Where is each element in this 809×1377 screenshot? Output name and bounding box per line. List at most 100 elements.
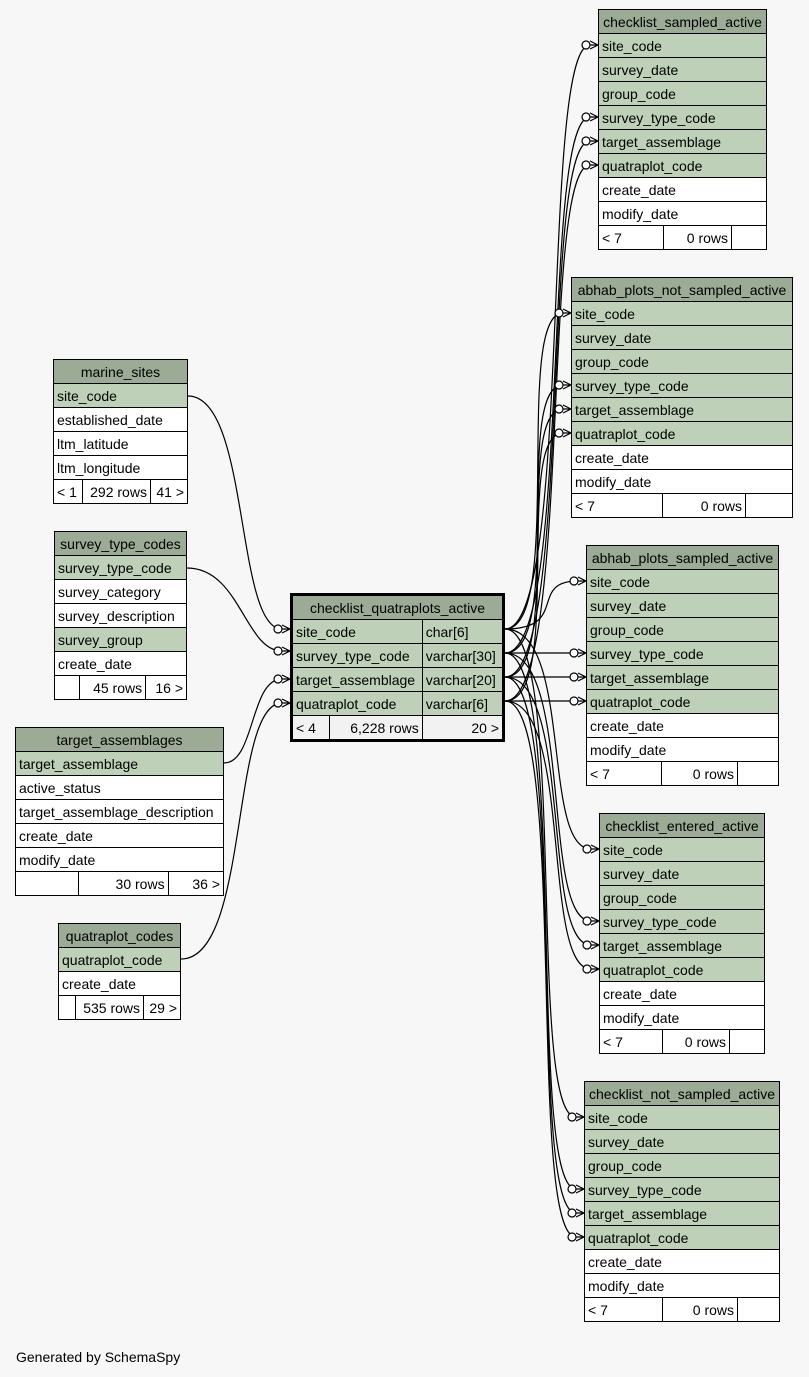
column-name: create_date	[598, 177, 767, 202]
column-name: survey_type_code	[571, 373, 793, 398]
parents-count: < 7	[598, 225, 664, 250]
children-count: 29 >	[143, 995, 181, 1020]
column-name: survey_description	[54, 603, 187, 628]
column-name: target_assemblage	[598, 129, 767, 154]
column-name: create_date	[584, 1249, 780, 1274]
table-title: target_assemblages	[15, 727, 224, 752]
column-name: survey_type_code	[54, 555, 187, 580]
column-type: varchar[20]	[421, 667, 505, 692]
children-count: 16 >	[145, 675, 187, 700]
crowfoot-end	[273, 646, 283, 656]
table-checklist-sampled-active[interactable]: checklist_sampled_active site_code surve…	[598, 9, 767, 250]
column-name: create_date	[599, 981, 765, 1006]
column-name: modify_date	[586, 737, 779, 762]
edge-marine-sites	[187, 395, 283, 630]
table-survey-type-codes[interactable]: survey_type_codes survey_type_code surve…	[54, 531, 187, 700]
column-name: ltm_longitude	[53, 455, 188, 480]
column-name: survey_date	[598, 57, 767, 82]
parents-count: < 1	[53, 479, 83, 504]
parents-count: < 7	[586, 761, 662, 786]
edge-child	[504, 700, 577, 1238]
column-name: quatraplot_code	[58, 947, 181, 972]
column-name: target_assemblage	[584, 1201, 780, 1226]
table-checklist-not-sampled-active[interactable]: checklist_not_sampled_active site_code s…	[584, 1081, 780, 1322]
crowfoot-end	[273, 674, 283, 684]
children-count: 41 >	[149, 479, 189, 504]
table-title: survey_type_codes	[54, 531, 187, 556]
column-name: group_code	[599, 885, 765, 910]
column-name: survey_type_code	[291, 643, 423, 668]
crowfoot-mark	[577, 648, 587, 658]
column-name: modify_date	[598, 201, 767, 226]
column-name: create_date	[58, 971, 181, 996]
crowfoot-end	[569, 672, 579, 682]
column-name: site_code	[584, 1105, 780, 1130]
column-name: group_code	[598, 81, 767, 106]
column-name: target_assemblage_description	[15, 799, 224, 824]
table-title: checklist_sampled_active	[598, 9, 767, 34]
edge-child	[504, 628, 592, 850]
parents-count: < 7	[571, 493, 663, 518]
crowfoot-end	[569, 648, 579, 658]
edge-target-assemblages	[223, 678, 283, 764]
column-name: survey_date	[586, 593, 779, 618]
crowfoot-mark	[577, 672, 587, 682]
crowfoot-mark	[281, 646, 291, 656]
column-name: modify_date	[584, 1273, 780, 1298]
column-name: modify_date	[15, 847, 224, 872]
parents-count: < 4	[291, 715, 330, 741]
row-count: 0 rows	[661, 761, 738, 786]
crowfoot-end	[567, 1112, 577, 1122]
table-title: checklist_entered_active	[599, 813, 765, 838]
crowfoot-mark	[575, 1112, 585, 1122]
crowfoot-end	[554, 428, 564, 438]
crowfoot-end	[273, 698, 283, 708]
crowfoot-mark	[562, 380, 572, 390]
edge-child	[504, 676, 577, 1214]
row-count: 45 rows	[78, 675, 147, 700]
table-checklist-entered-active[interactable]: checklist_entered_active site_code surve…	[599, 813, 765, 1054]
table-abhab-plots-sampled-active[interactable]: abhab_plots_sampled_active site_code sur…	[586, 545, 779, 786]
table-marine-sites[interactable]: marine_sites site_code established_date …	[53, 359, 189, 504]
crowfoot-mark	[562, 308, 572, 318]
column-name: survey_category	[54, 579, 187, 604]
crowfoot-end	[582, 916, 592, 926]
crowfoot-mark	[281, 698, 291, 708]
children-count	[729, 1029, 765, 1054]
crowfoot-mark	[281, 624, 291, 634]
edge-child	[504, 312, 564, 630]
crowfoot-end	[581, 160, 591, 170]
crowfoot-end	[582, 940, 592, 950]
parents-count	[58, 995, 76, 1020]
column-name: established_date	[53, 407, 188, 432]
table-abhab-plots-not-sampled-active[interactable]: abhab_plots_not_sampled_active site_code…	[571, 277, 793, 518]
parents-count	[54, 675, 80, 700]
column-type: varchar[6]	[421, 691, 505, 716]
row-count: 292 rows	[81, 479, 151, 504]
children-count	[737, 761, 779, 786]
table-title: abhab_plots_sampled_active	[586, 545, 779, 570]
column-name: survey_type_code	[584, 1177, 780, 1202]
crowfoot-mark	[590, 916, 600, 926]
crowfoot-end	[567, 1232, 577, 1242]
table-target-assemblages[interactable]: target_assemblages target_assemblage act…	[15, 727, 225, 896]
column-name: quatraplot_code	[598, 153, 767, 178]
column-name: survey_date	[599, 861, 765, 886]
table-quatraplot-codes[interactable]: quatraplot_codes quatraplot_code create_…	[58, 923, 181, 1020]
crowfoot-end	[554, 380, 564, 390]
crowfoot-mark	[577, 576, 587, 586]
column-name: site_code	[53, 383, 188, 408]
crowfoot-end	[581, 136, 591, 146]
edge-child	[504, 652, 577, 1190]
crowfoot-mark	[562, 428, 572, 438]
column-type: varchar[30]	[421, 643, 505, 668]
column-name: target_assemblage	[571, 397, 793, 422]
crowfoot-mark	[590, 964, 600, 974]
footer-credit: Generated by SchemaSpy	[16, 1349, 181, 1365]
row-count: 0 rows	[663, 225, 732, 250]
row-count: 30 rows	[78, 871, 169, 896]
edge-child	[504, 116, 591, 654]
column-name: survey_type_code	[598, 105, 767, 130]
crowfoot-end	[567, 1184, 577, 1194]
